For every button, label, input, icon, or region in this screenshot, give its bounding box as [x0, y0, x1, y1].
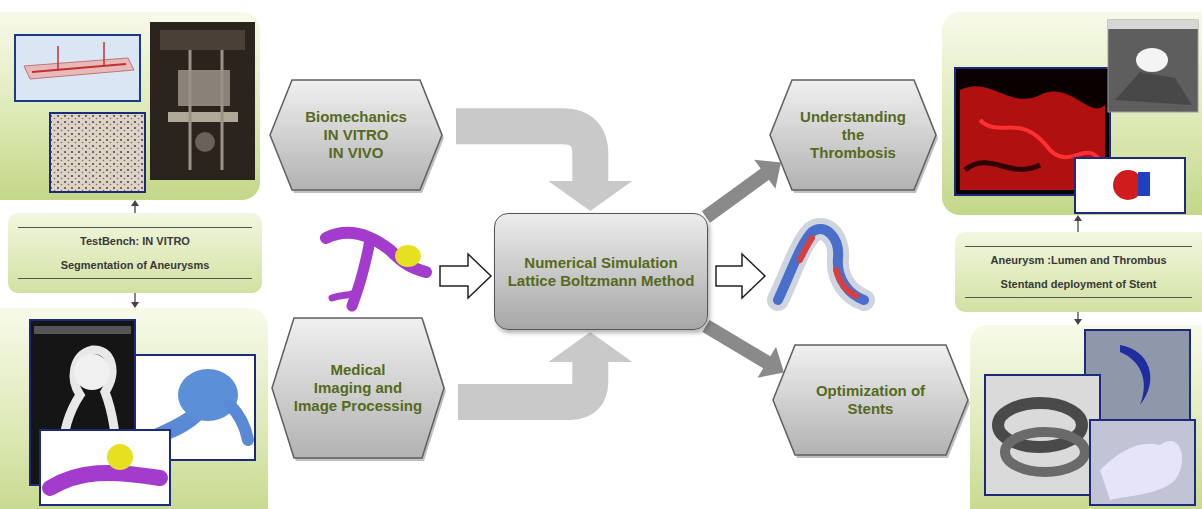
hexagon-outline [773, 345, 968, 455]
arrow-body [706, 174, 766, 217]
hexagon-node: Understanding the Thrombosis [770, 80, 936, 190]
hexagon-outline [770, 80, 936, 190]
arrow-head [754, 160, 781, 189]
flow-arrow [456, 126, 632, 211]
arrow-head [548, 181, 632, 211]
arrow-head [758, 347, 784, 378]
node-label: Numerical Simulation Lattice Boltzmann M… [506, 254, 696, 290]
flow-arrow [706, 160, 781, 217]
arrow-body [458, 361, 590, 402]
band-text: Segmentation of Aneurysms [18, 258, 252, 279]
hexagon-outline [272, 318, 444, 458]
hollow-arrow [716, 254, 765, 298]
node-label: Understanding the Thrombosis [799, 108, 908, 162]
arrow-head [548, 332, 632, 362]
hexagon-outline [270, 80, 442, 190]
hexagon-node: Biomechanics IN VITRO IN VIVO [270, 80, 442, 190]
image-panel [942, 12, 1202, 215]
band-text: Stentand deployment of Stent [965, 277, 1192, 298]
test-bench-photo [150, 22, 255, 180]
arrow-body [706, 326, 768, 363]
image-panel [0, 12, 260, 200]
image-panel [970, 325, 1202, 509]
thrombus-plot [1075, 158, 1185, 213]
micrograph [50, 113, 145, 192]
arrow-body [456, 126, 590, 182]
render-window [1108, 20, 1198, 112]
simulation-result [778, 229, 864, 300]
label-band: TestBench: IN VITRO Segmentation of Aneur… [8, 213, 262, 293]
vessel-model [326, 233, 426, 306]
hexagon-node: Medical Imaging and Image Processing [272, 318, 444, 458]
stent-deployment [1090, 420, 1195, 505]
band-text: TestBench: IN VITRO [18, 227, 252, 248]
flow-arrow [458, 332, 632, 402]
node-label: Optimization of Stents [801, 382, 941, 418]
band-text: Aneurysm :Lumen and Thrombus [965, 246, 1192, 267]
stent-photo [985, 375, 1100, 495]
process-box: Numerical Simulation Lattice Boltzmann M… [494, 213, 708, 330]
label-band: Aneurysm :Lumen and ThrombusStentand dep… [955, 232, 1202, 312]
cad-model [15, 35, 140, 101]
node-label: Medical Imaging and Image Processing [292, 361, 424, 415]
segmentation-model [40, 430, 170, 505]
hexagon-node: Optimization of Stents [773, 345, 968, 455]
image-panel [0, 308, 268, 509]
node-label: Biomechanics IN VITRO IN VIVO [302, 108, 410, 162]
hollow-arrow [440, 254, 491, 298]
flow-arrow [706, 326, 784, 378]
